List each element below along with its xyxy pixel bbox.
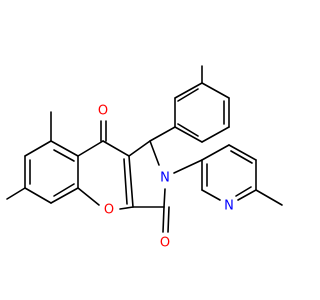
bonds bbox=[6, 65, 283, 233]
pyridine-nitrogen-label: N bbox=[224, 199, 234, 214]
molecule-structure: O O O N N bbox=[6, 65, 283, 251]
lactam-nitrogen-label: N bbox=[160, 171, 170, 186]
ring-oxygen-label: O bbox=[104, 203, 114, 218]
atom-labels: O O O N N bbox=[98, 104, 234, 251]
ketone-oxygen-label: O bbox=[98, 104, 108, 119]
lactam-oxygen-label: O bbox=[160, 236, 170, 251]
